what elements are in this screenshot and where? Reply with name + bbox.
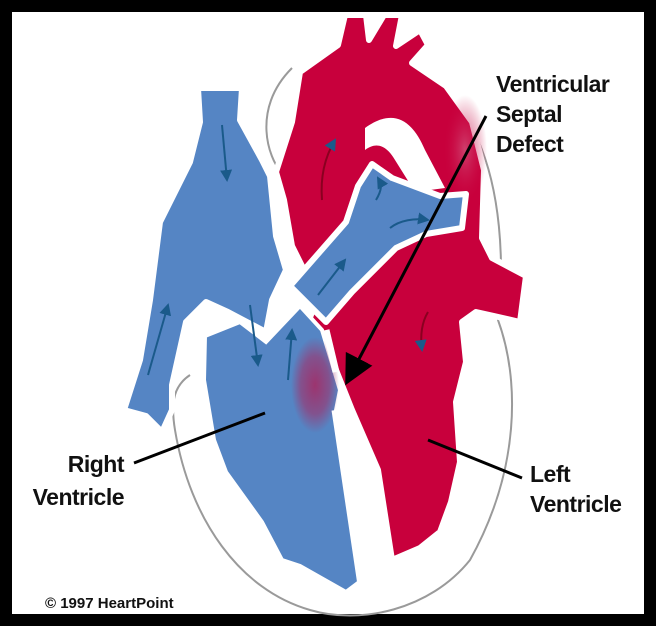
copyright-text: © 1997 HeartPoint [45, 595, 174, 612]
vsd-label-line-1: Ventricular [496, 71, 610, 97]
vsd-label-line-2: Septal [496, 101, 562, 127]
ventricular-septum [331, 409, 367, 586]
left-ventricle-leader-line [427, 438, 523, 480]
left-ventricle-label-line-2: Ventricle [530, 491, 621, 517]
vsd-label-line-3: Defect [496, 131, 564, 157]
vsd-pointer-arrow [345, 115, 488, 386]
vsd-mixing-shading [291, 337, 339, 433]
pulmonary-artery [287, 161, 469, 325]
upper-septum [322, 329, 340, 373]
right-ventricle-leader-line [133, 411, 266, 465]
blood-flow-arrows [147, 124, 430, 381]
left-ventricle-label-line-1: Left [530, 461, 571, 487]
right-ventricle-label-line-1: Right [68, 451, 125, 477]
oxygenated-flow-arrows [320, 138, 429, 352]
right-ventricle-label-line-2: Ventricle [33, 484, 124, 510]
right-atrium-vena-cava [121, 85, 289, 435]
aortic-arch-gap [365, 117, 445, 192]
